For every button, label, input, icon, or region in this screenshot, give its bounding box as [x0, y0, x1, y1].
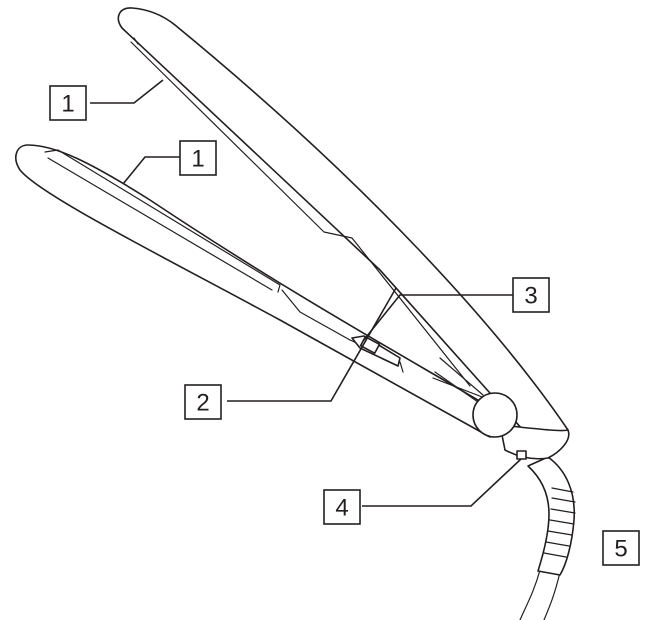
leader-display — [362, 294, 513, 342]
cord-strain-relief — [527, 456, 576, 576]
callout-display: 3 — [512, 277, 550, 313]
callout-number: 1 — [61, 91, 74, 118]
callout-number: 2 — [196, 390, 209, 417]
callout-number: 5 — [614, 536, 627, 563]
power-cord — [519, 569, 561, 620]
leader-plate-top — [90, 79, 164, 104]
callout-number: 4 — [335, 495, 348, 522]
callout-plate-bottom: 1 — [179, 140, 217, 176]
callout-leaders — [90, 79, 522, 507]
leader-stand — [362, 458, 522, 507]
callout-number: 1 — [191, 146, 204, 173]
hinge-knob — [472, 392, 518, 438]
upper-arm — [117, 7, 569, 459]
callout-stand: 4 — [323, 489, 361, 525]
stand-foot — [516, 450, 527, 460]
callout-plate-top: 1 — [49, 85, 87, 121]
leader-plate-bottom — [122, 156, 180, 185]
callout-cord: 5 — [602, 530, 640, 566]
callout-switch: 2 — [184, 384, 222, 420]
callout-number: 3 — [524, 283, 537, 310]
